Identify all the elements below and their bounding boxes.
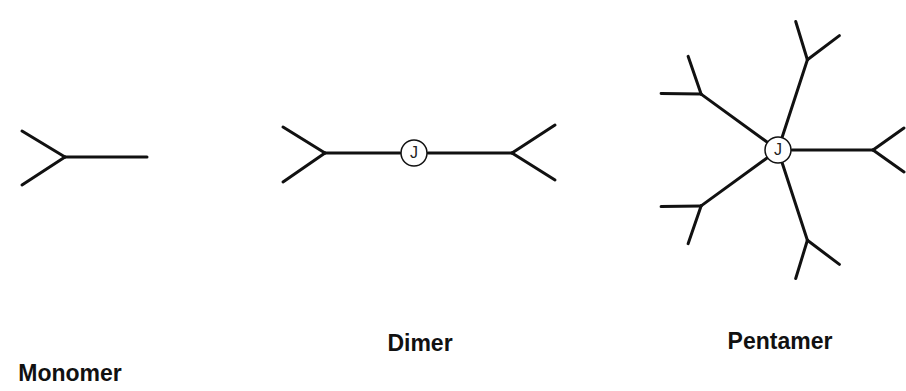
form-label: Pentamer [728, 328, 833, 355]
form-label: Monomer [18, 360, 122, 387]
j-chain-circle: J [764, 136, 792, 164]
chain-letter: J [410, 145, 418, 161]
j-chain-circle: J [400, 139, 428, 167]
form-label: Dimer [387, 330, 452, 357]
chain-letter: J [774, 142, 782, 158]
